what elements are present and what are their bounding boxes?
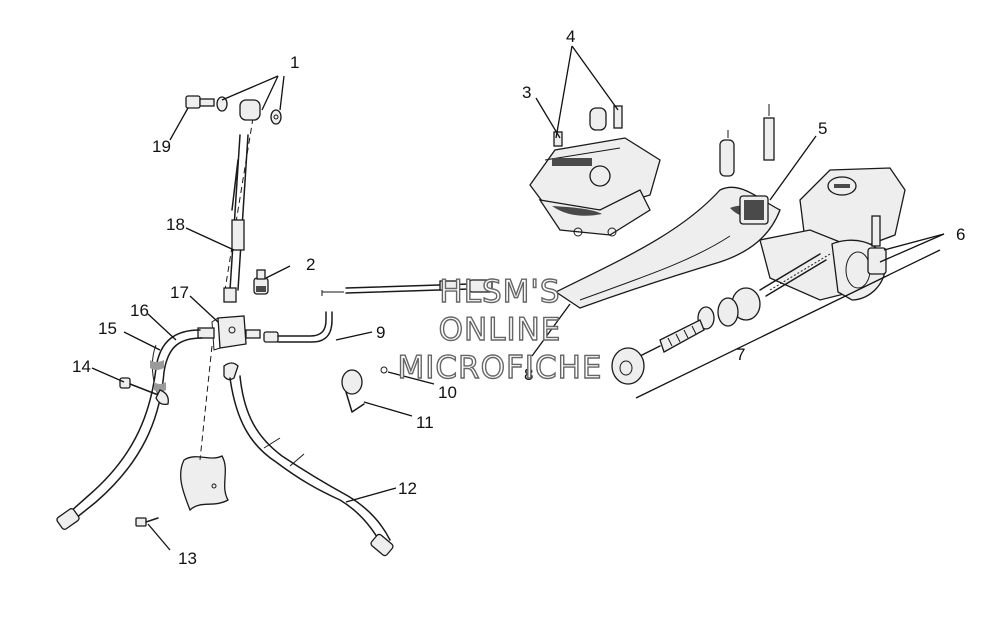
watermark-line-2: ONLINE: [439, 312, 562, 348]
bracket-plate: [135, 345, 229, 527]
callout-7: 7: [736, 345, 745, 364]
hose-clamp: [341, 366, 388, 413]
upper-brake-hose: [223, 99, 261, 303]
callout-6: 6: [956, 225, 965, 244]
callout-18: 18: [166, 215, 185, 234]
left-brake-hose: [56, 329, 203, 530]
watermark-line-1: HLSM'S: [439, 274, 560, 310]
right-brake-hose: [223, 362, 394, 557]
callout-14: 14: [72, 357, 91, 376]
junction-block: [197, 315, 261, 351]
callout-16: 16: [130, 301, 149, 320]
callout-9: 9: [376, 323, 385, 342]
brake-line: [263, 290, 344, 343]
brake-lever: [554, 104, 781, 309]
brake-switch-fitting: [253, 269, 269, 295]
watermark-line-3: MICROFICHE: [398, 350, 603, 386]
banjo-bolt: [185, 95, 282, 125]
callout-15: 15: [98, 319, 117, 338]
callout-3: 3: [522, 83, 531, 102]
callout-13: 13: [178, 549, 197, 568]
callout-19: 19: [152, 137, 171, 156]
callout-2: 2: [306, 255, 315, 274]
callout-1: 1: [290, 53, 299, 72]
callout-labels: 1 2 3 4 5 6 7 8 9 10 11 12 13 14 15 16 1…: [72, 27, 965, 568]
callout-5: 5: [818, 119, 827, 138]
callout-11: 11: [416, 413, 434, 432]
master-line: [345, 279, 493, 294]
master-cylinder-body: [739, 167, 906, 301]
callout-8: 8: [524, 365, 533, 384]
callout-4: 4: [566, 27, 575, 46]
piston-kit: [611, 253, 831, 385]
leader-lines: [91, 45, 945, 551]
reservoir-cover: [529, 105, 661, 237]
piston-kit-bracket-line: [635, 249, 941, 399]
callout-10: 10: [438, 383, 457, 402]
watermark: HLSM'S ONLINE MICROFICHE: [397, 273, 603, 386]
callout-17: 17: [170, 283, 189, 302]
callout-12: 12: [398, 479, 417, 498]
